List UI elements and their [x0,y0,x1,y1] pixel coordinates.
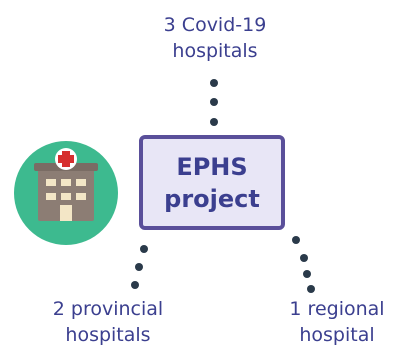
connector-dot [131,281,139,289]
connector-dot [210,98,218,106]
hospital-building-icon [14,141,118,245]
left-node-line-1: 2 provincial [52,298,164,320]
project-box: EPHS project [139,135,285,230]
top-node-line-1: 3 Covid-19 [163,14,267,36]
connector-dot [140,245,148,253]
right-node-line-1: 1 regional [289,298,385,320]
connector-dot [307,285,315,293]
connector-dot [210,79,218,87]
top-node-label: 3 Covid-19 hospitals [120,12,310,64]
cross-horizontal [58,155,74,163]
right-node-label: 1 regional hospital [248,296,409,348]
building-door [60,205,72,221]
project-line-2: project [164,184,260,213]
connector-dot [210,118,218,126]
connector-dot [300,254,308,262]
connector-dot [303,270,311,278]
connector-dot [292,236,300,244]
project-line-1: EPHS [176,152,248,181]
left-node-line-2: hospitals [65,324,151,346]
connector-dot [135,263,143,271]
left-node-label: 2 provincial hospitals [8,296,208,348]
building-windows [46,179,86,200]
top-node-line-2: hospitals [172,40,258,62]
right-node-line-2: hospital [299,324,375,346]
